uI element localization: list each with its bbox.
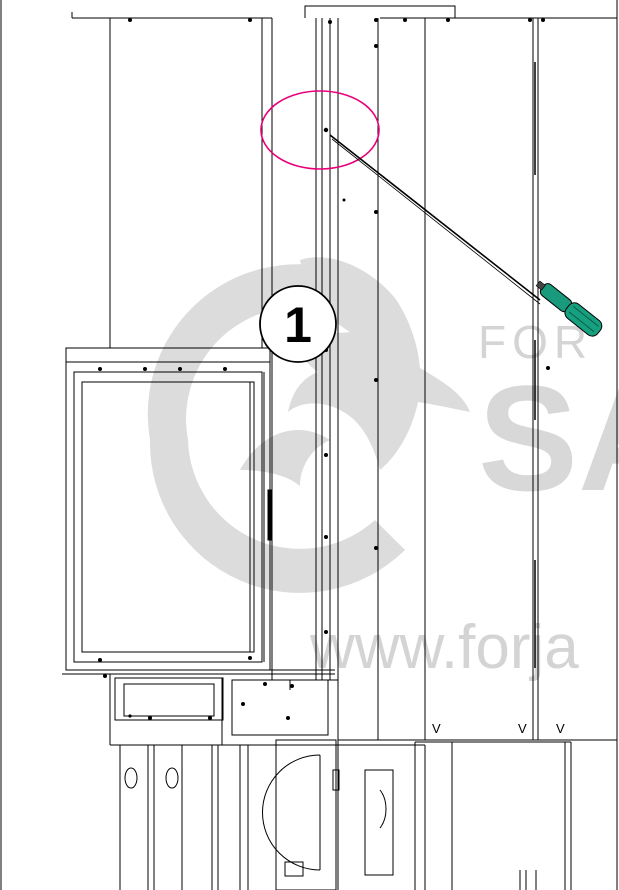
- step-callout-circle: [259, 285, 337, 363]
- lower-right-box: [414, 741, 572, 890]
- watermark-brand-big: SA: [478, 354, 619, 522]
- lower-center-box: [338, 744, 426, 890]
- channel-mark-2: V: [518, 721, 527, 736]
- channel-mark-1: V: [432, 721, 441, 736]
- support-legs: [119, 745, 249, 890]
- screwdriver-icon: [329, 134, 603, 337]
- watermark-url: www.forja: [309, 613, 579, 682]
- step-number: 1: [284, 297, 312, 353]
- right-panels: [338, 18, 617, 741]
- screwdriver-handle: [535, 280, 603, 337]
- channel-mark-3: V: [556, 721, 565, 736]
- air-intake-duct: [262, 739, 340, 890]
- firebox-door: [62, 347, 335, 675]
- highlight-ring: [260, 90, 380, 170]
- top-cap-center: [304, 5, 456, 18]
- screwdriver-shaft: [329, 134, 541, 301]
- step-callout: 1: [259, 285, 337, 363]
- base-frame: [109, 674, 339, 890]
- fastener-dots: [98, 18, 550, 720]
- watermark: FOR SA www.forja: [147, 257, 619, 682]
